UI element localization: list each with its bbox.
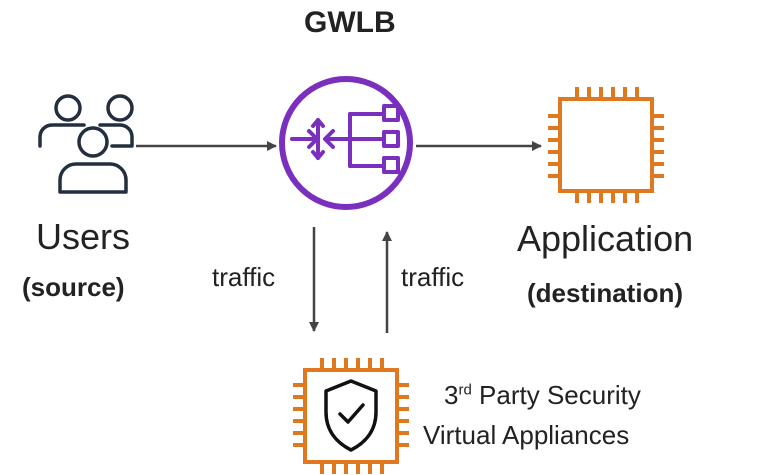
application-label: Application <box>517 218 694 259</box>
users-label: Users <box>36 216 131 257</box>
users-icon <box>38 94 134 194</box>
appliances-label-line2: Virtual Appliances <box>423 420 630 450</box>
traffic-label-down: traffic <box>212 262 276 292</box>
appliances-label-line1-rest: Party Security <box>471 380 641 410</box>
ordinal-suffix: rd <box>458 381 472 399</box>
gateway-load-balancer-icon <box>279 76 413 210</box>
ordinal-number: 3 <box>444 380 459 410</box>
chip-icon <box>548 87 664 203</box>
application-sublabel: (destination) <box>527 278 683 308</box>
diagram-title: GWLB <box>304 6 396 39</box>
users-sublabel: (source) <box>22 272 125 302</box>
shield-check-icon <box>324 379 378 452</box>
traffic-label-up: traffic <box>401 262 465 292</box>
appliances-label-line1: 3rd Party Security <box>444 380 641 411</box>
shield-chip-icon <box>293 358 409 474</box>
